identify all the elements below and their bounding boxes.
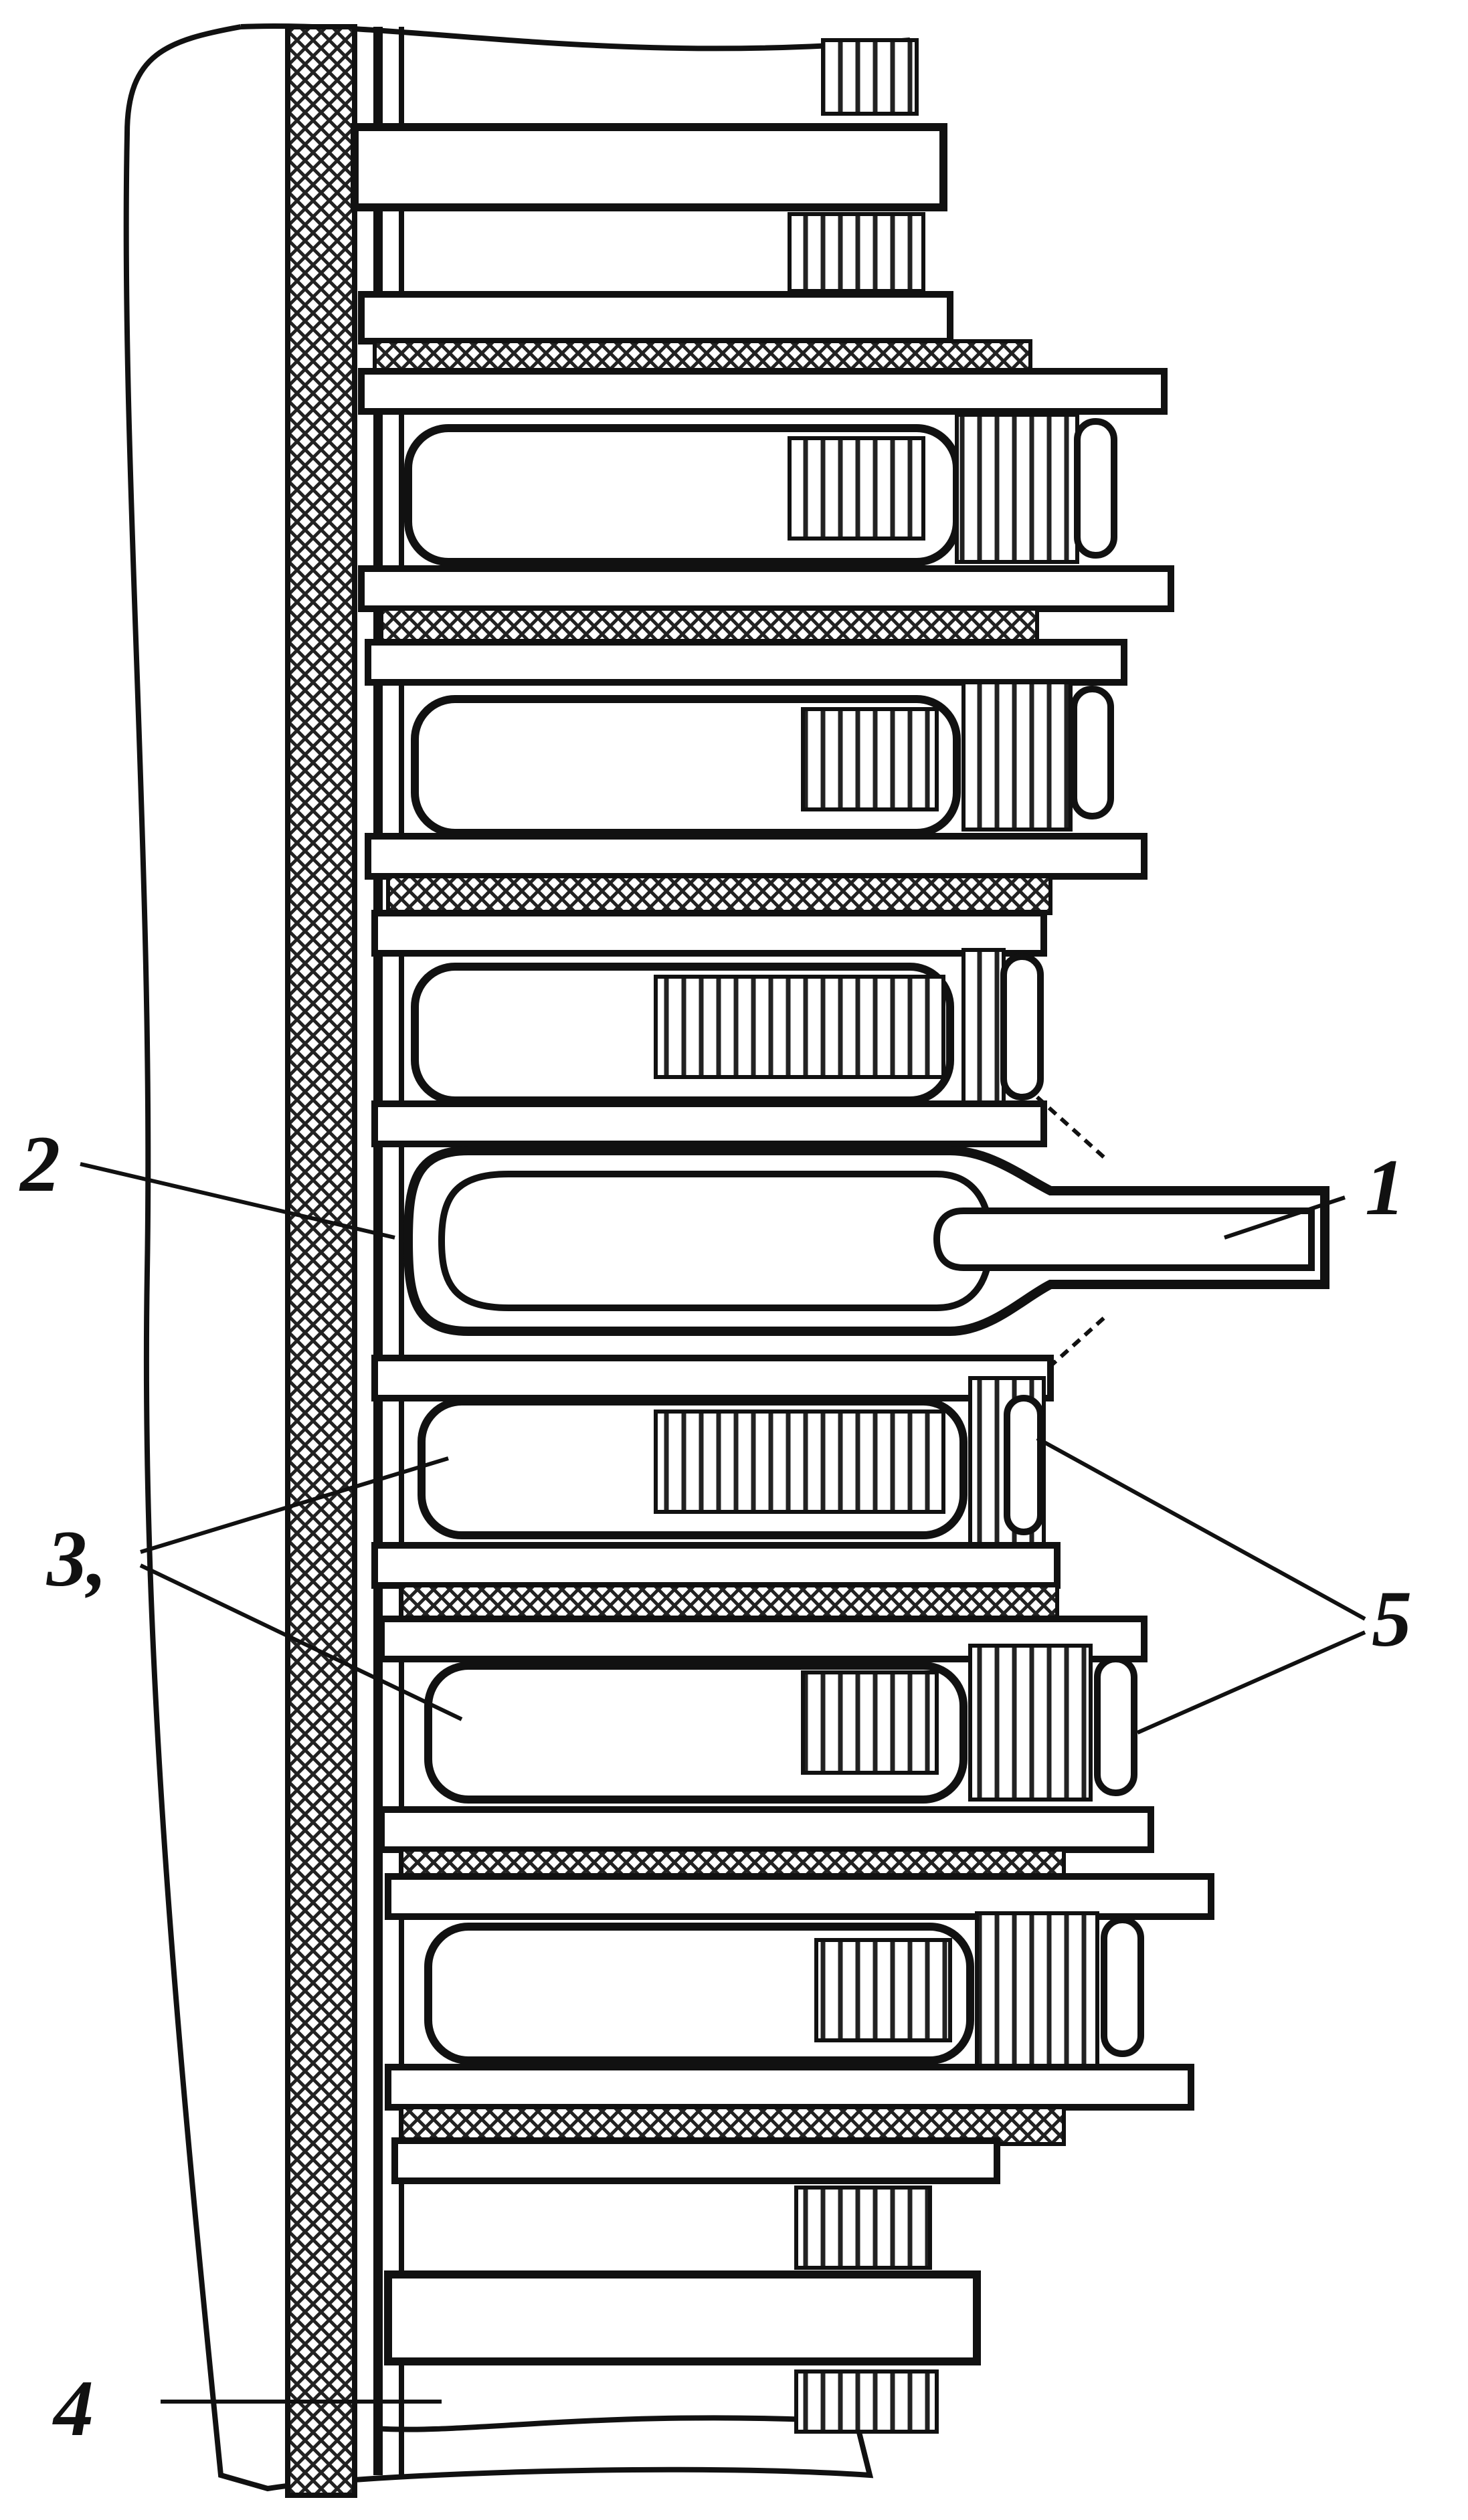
- coil-disk-5: [378, 1616, 1154, 1888]
- lead-1: [933, 1207, 1315, 1271]
- insulating-cylinder: [285, 24, 357, 2498]
- coil-disk-1: [358, 368, 1174, 648]
- lead-conductor-inner: [438, 1171, 994, 1311]
- bottom-end-stack: [384, 2137, 1000, 2434]
- coil-disk-4: [371, 1355, 1061, 1624]
- leader-1: [1224, 1195, 1346, 1240]
- coil-disk-2: [365, 639, 1148, 915]
- top-end-stack: [351, 38, 1032, 380]
- callout-4: 4: [54, 2363, 94, 2452]
- callout-5: 5: [1372, 1574, 1412, 1663]
- leader-5a: [1036, 1436, 1366, 1621]
- coil-disk-3: [371, 910, 1047, 1147]
- coil-disk-6: [385, 1873, 1214, 2146]
- callout-3: 3,: [47, 1514, 107, 1603]
- leader-3b: [139, 1563, 463, 1721]
- callout-1: 1: [1365, 1143, 1405, 1232]
- leader-2: [80, 1162, 395, 1240]
- leader-3a: [140, 1456, 449, 1554]
- leader-5b: [1136, 1630, 1366, 1735]
- callout-2: 2: [20, 1119, 60, 1208]
- lead-disk: [403, 1095, 1329, 1380]
